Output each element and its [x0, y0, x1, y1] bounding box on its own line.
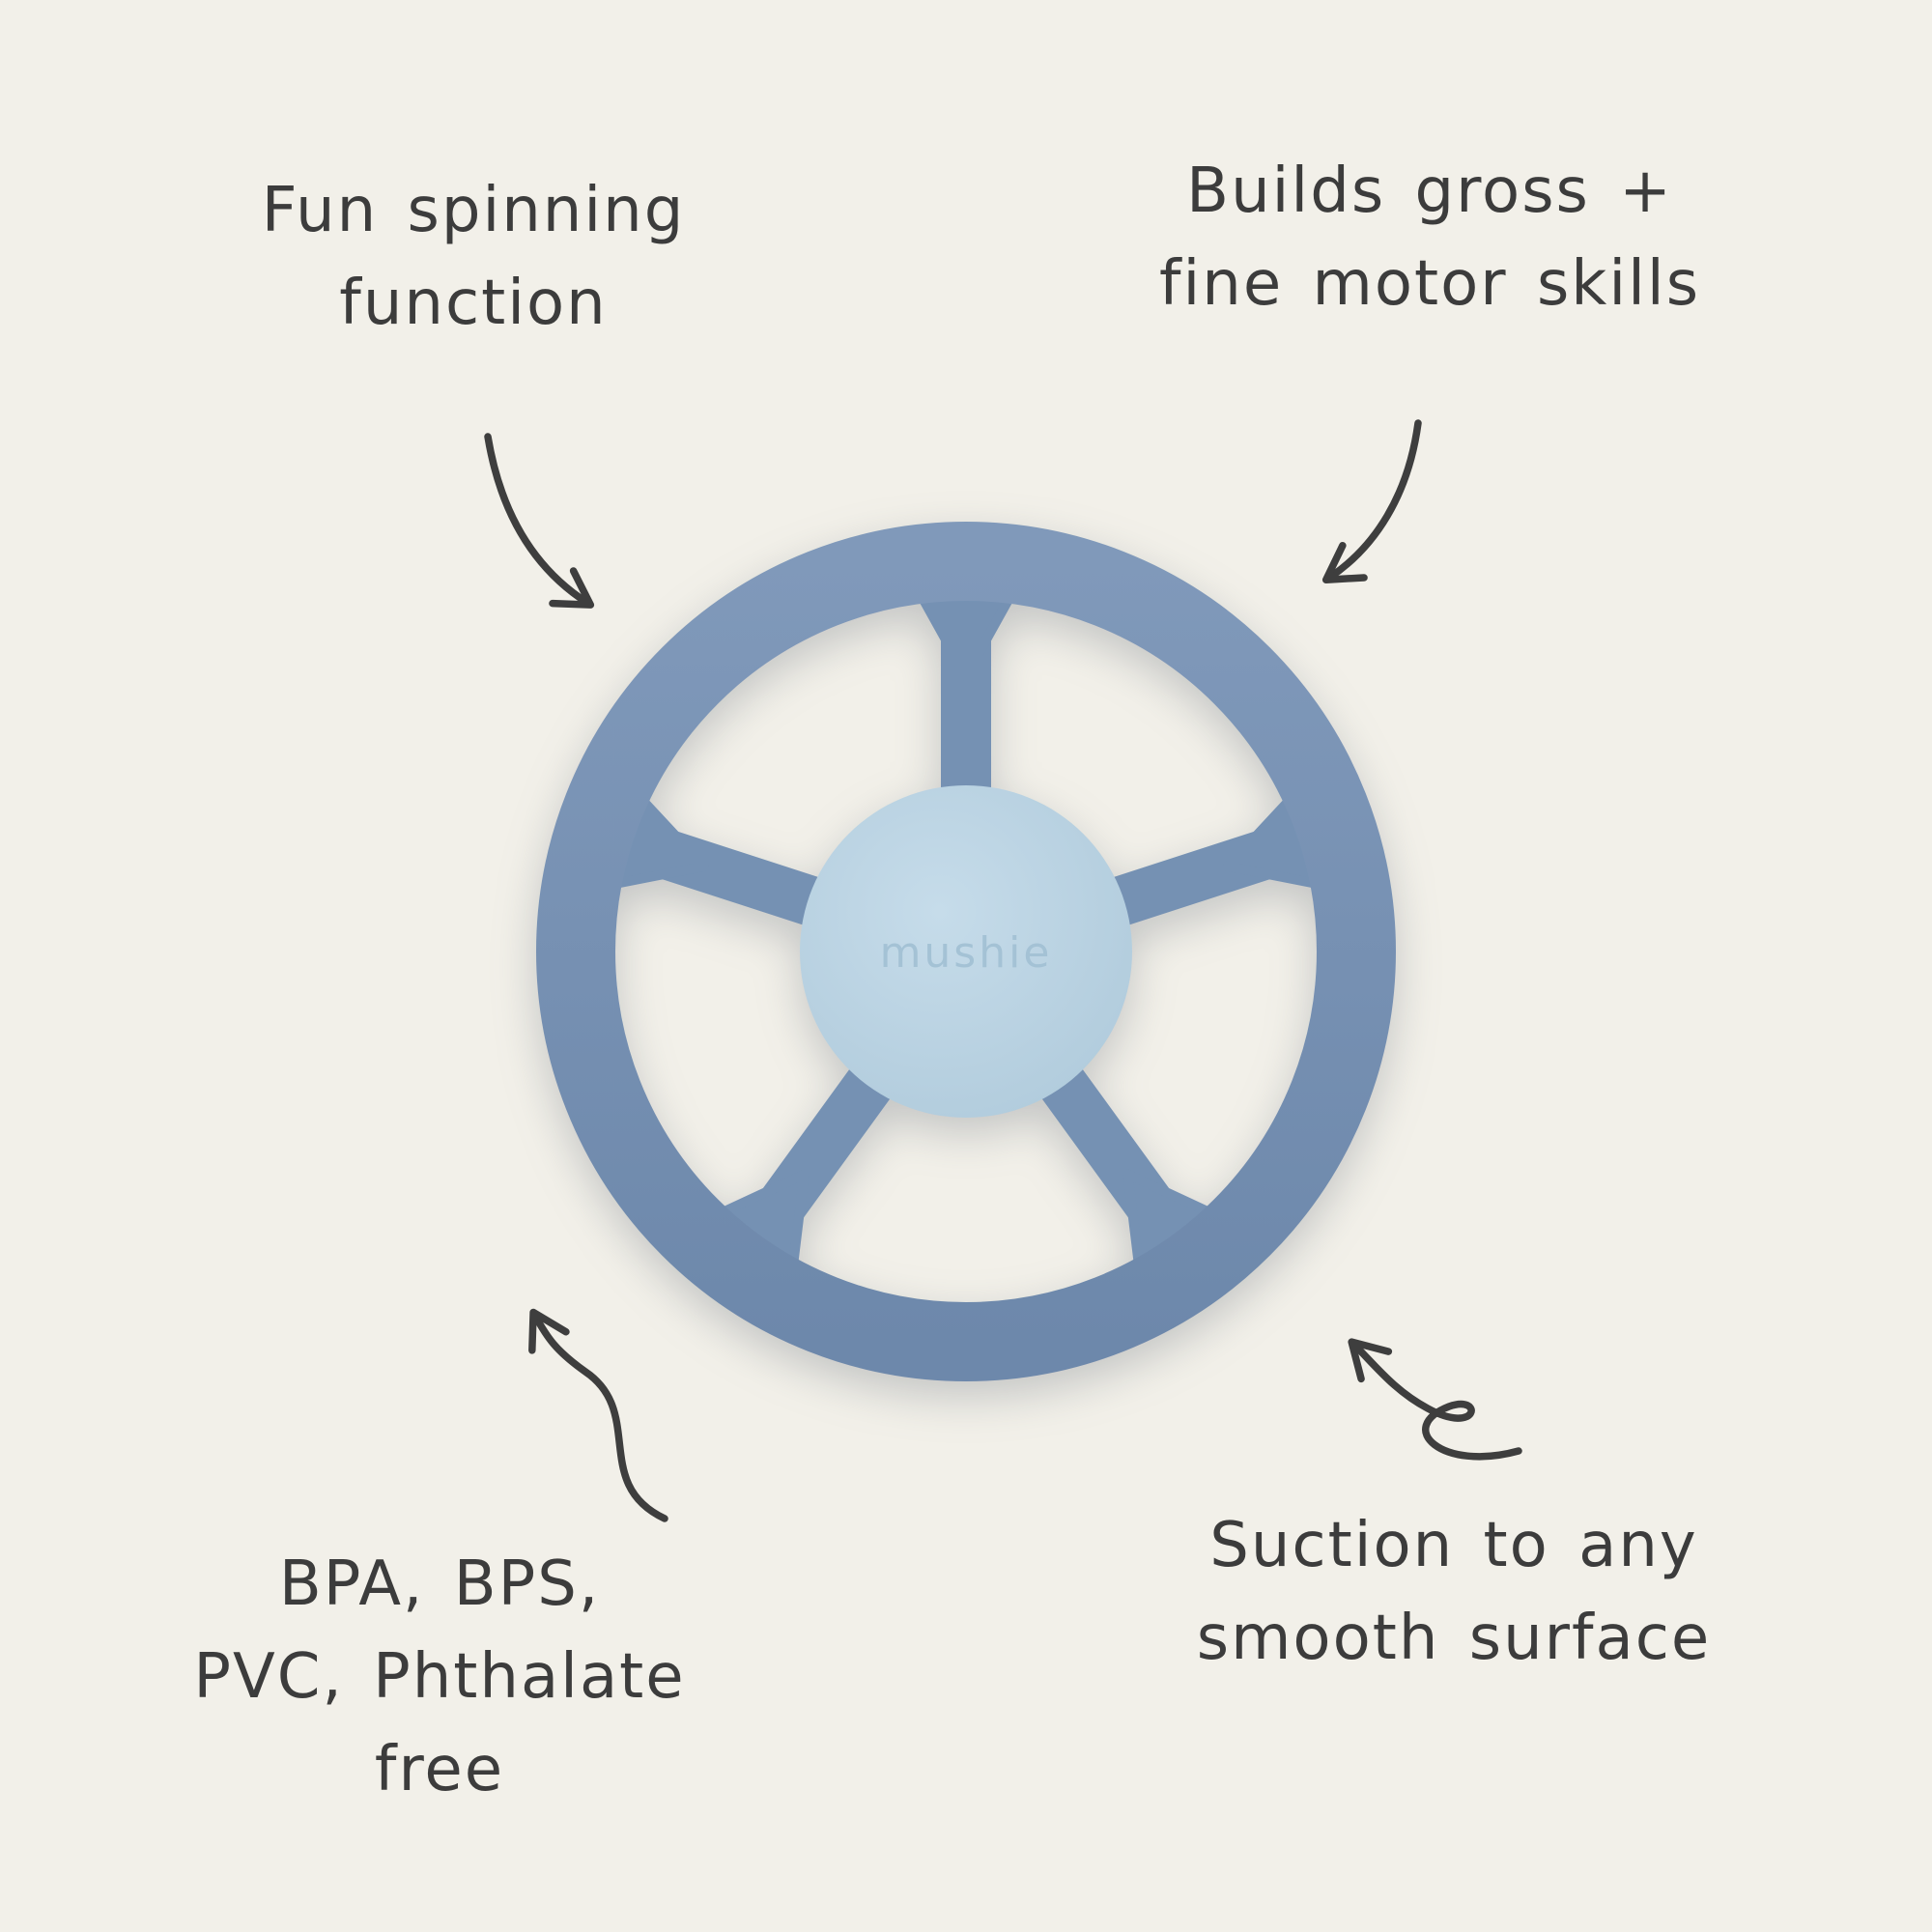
wheel-hub [800, 785, 1132, 1118]
brand-logo: mushie [880, 928, 1053, 978]
annotation-line: Fun spinning [261, 175, 686, 246]
wheel-spoke-nubs [601, 584, 1331, 1278]
annotation-line: Builds gross + [1186, 156, 1673, 227]
annotation-line: BPA, BPS, [278, 1548, 601, 1620]
annotation-bpa-free: BPA, BPS, PVC, Phthalate free [193, 1538, 685, 1816]
annotation-line: smooth surface [1196, 1603, 1712, 1674]
annotation-line: function [339, 268, 608, 339]
annotation-motor-skills: Builds gross + fine motor skills [1159, 145, 1700, 330]
annotation-fun-spinning: Fun spinning function [262, 164, 686, 350]
annotation-suction: Suction to any smooth surface [1197, 1499, 1712, 1685]
annotation-line: fine motor skills [1158, 248, 1701, 320]
annotation-line: Suction to any [1209, 1510, 1698, 1581]
spinner-toy-image: mushie [536, 522, 1396, 1381]
annotation-line: free [374, 1734, 505, 1805]
annotation-line: PVC, Phthalate [193, 1641, 686, 1713]
wheel-ring [536, 522, 1396, 1381]
